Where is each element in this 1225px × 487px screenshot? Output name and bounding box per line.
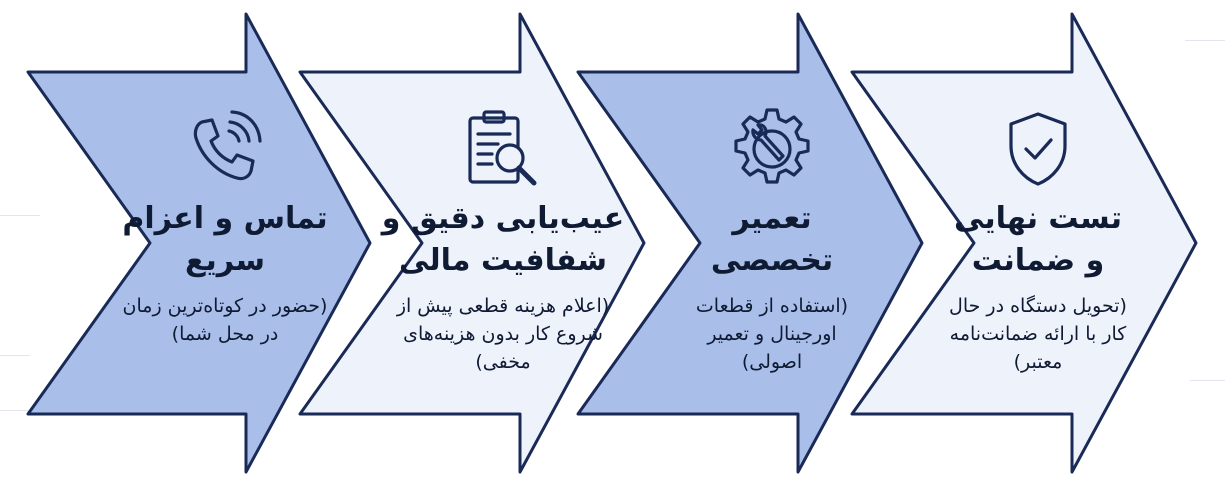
clipboard-search-icon bbox=[458, 104, 548, 194]
step-title: عیب‌یابی دقیق و شفافیت مالی bbox=[381, 201, 625, 278]
chevron-3 bbox=[576, 12, 924, 474]
step-diagnosis: عیب‌یابی دقیق و شفافیت مالی (اعلام هزینه… bbox=[372, 0, 634, 487]
gear-wrench-icon bbox=[727, 104, 817, 194]
step-contact: تماس و اعزام سریع (حضور در کوتاه‌ترین زم… bbox=[110, 0, 340, 487]
step-description: (استفاده از قطعات اورجینال و تعمیر اصولی… bbox=[695, 295, 849, 373]
chevron-4 bbox=[850, 12, 1198, 474]
background-line bbox=[1185, 40, 1225, 41]
step-description: (اعلام هزینه قطعی پیش از شروع کار بدون ه… bbox=[396, 295, 610, 373]
step-test-warranty: تست نهایی و ضمانت (تحویل دستگاه در حال ک… bbox=[936, 0, 1140, 487]
chevron-2 bbox=[298, 12, 646, 474]
shield-check-icon bbox=[993, 104, 1083, 194]
step-description: (تحویل دستگاه در حال کار با ارائه ضمانت‌… bbox=[949, 295, 1127, 373]
step-title: تعمیر تخصصی bbox=[710, 201, 834, 278]
step-repair: تعمیر تخصصی (استفاده از قطعات اورجینال و… bbox=[672, 0, 872, 487]
step-description: (حضور در کوتاه‌ترین زمان در محل شما) bbox=[122, 295, 328, 345]
step-title: تست نهایی و ضمانت bbox=[954, 201, 1122, 278]
background-line bbox=[0, 355, 30, 356]
background-line bbox=[0, 215, 40, 216]
background-line bbox=[0, 410, 30, 411]
phone-icon bbox=[180, 104, 270, 194]
background-line bbox=[1190, 380, 1225, 381]
chevron-1 bbox=[26, 12, 372, 474]
step-title: تماس و اعزام سریع bbox=[122, 201, 328, 278]
